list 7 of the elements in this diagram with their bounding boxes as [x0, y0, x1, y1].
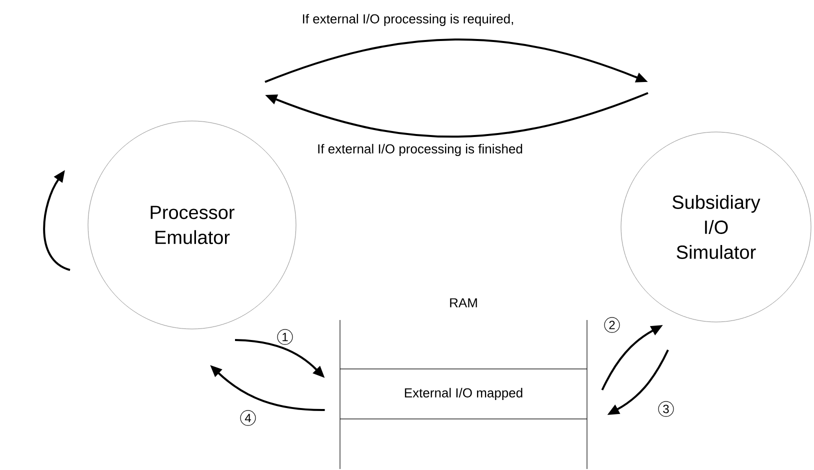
step-number: 3 — [658, 401, 674, 417]
step-number: 2 — [604, 317, 620, 333]
edge-label: If external I/O processing is required, — [300, 12, 516, 28]
edge-label: If external I/O processing is finished — [316, 142, 524, 158]
step-number: 1 — [277, 329, 293, 345]
memory-block: External I/O mapped — [340, 368, 588, 420]
step-number: 4 — [240, 410, 256, 426]
